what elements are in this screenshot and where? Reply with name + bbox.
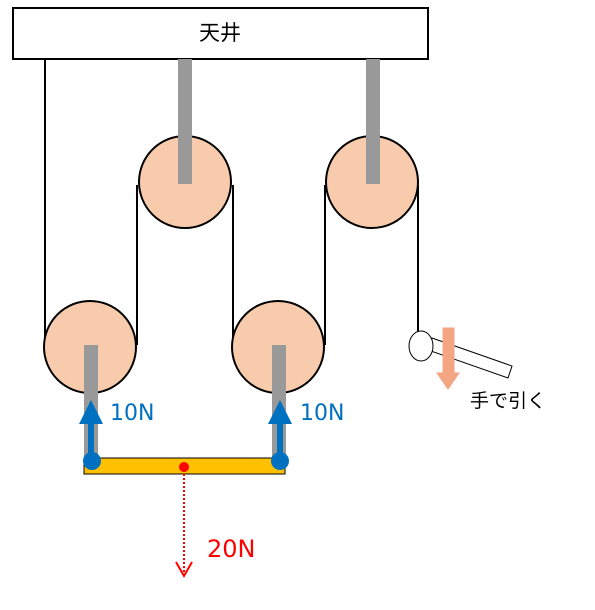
anchor-point-right <box>271 452 289 470</box>
force-arrow-down <box>175 462 193 579</box>
axle-fixed-right <box>366 59 380 184</box>
ceiling: 天井 <box>12 7 429 60</box>
pulleys <box>43 135 419 394</box>
ceiling-label: 天井 <box>199 21 241 45</box>
hand-arm <box>427 337 513 379</box>
hand-pull-arrow <box>436 327 460 390</box>
force-arrows-up <box>79 400 292 470</box>
axle-fixed-left <box>178 59 192 184</box>
hand-fist <box>408 330 434 362</box>
center-of-mass-dot <box>179 462 189 472</box>
hand <box>408 327 513 390</box>
force-label-down: 20N <box>207 535 256 563</box>
anchor-point-left <box>83 452 101 470</box>
force-label-right: 10N <box>300 401 344 426</box>
hand-label: 手で引く <box>470 390 546 412</box>
rope <box>44 60 419 345</box>
force-label-left: 10N <box>110 401 154 426</box>
